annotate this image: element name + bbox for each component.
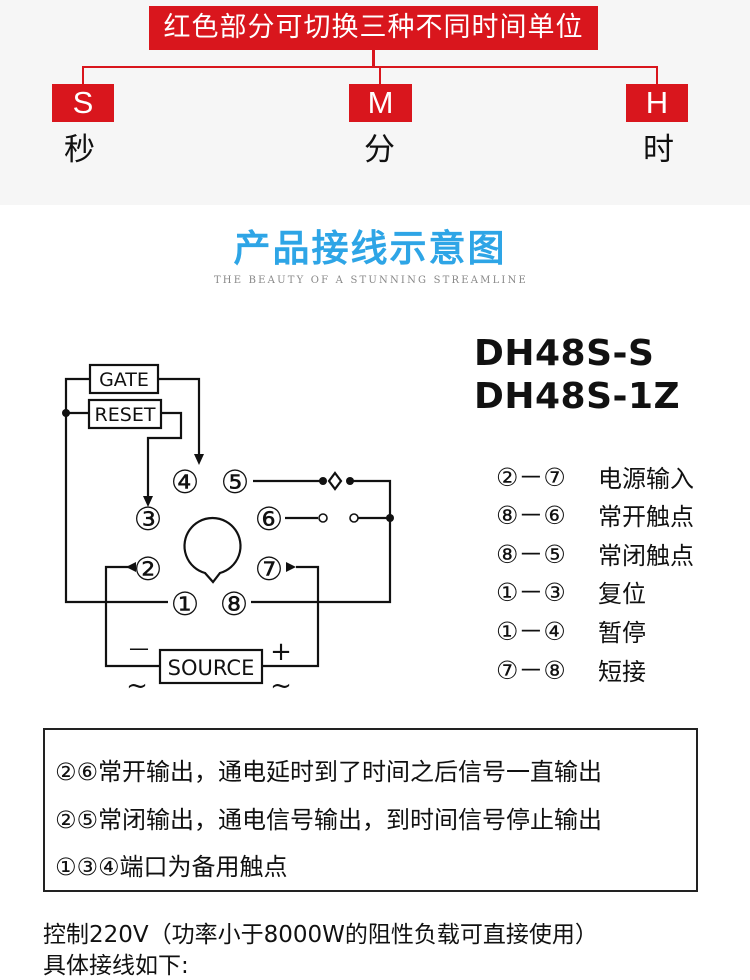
common-rail-wire bbox=[64, 413, 168, 604]
junction-dot bbox=[346, 477, 354, 485]
unit-h-badge: H bbox=[626, 84, 688, 122]
contact-open-dot bbox=[318, 513, 328, 523]
relay-right-wire bbox=[251, 479, 392, 604]
pin-3: ③ bbox=[134, 500, 163, 538]
legend-row: ②－⑦ 电源输入 bbox=[496, 458, 694, 494]
junction-dot bbox=[386, 514, 394, 522]
source-label: SOURCE bbox=[168, 656, 255, 680]
unit-h-label: 时 bbox=[643, 132, 674, 168]
tilde-left: ~ bbox=[126, 671, 148, 701]
source-left-wire bbox=[104, 565, 160, 668]
legend-row: ⑧－⑤ 常闭触点 bbox=[496, 535, 694, 571]
footer-line-1: 控制220V（功率小于8000W的阻性负载可直接使用） bbox=[43, 922, 598, 948]
pin-1: ① bbox=[171, 585, 200, 623]
gate-right-wire bbox=[158, 377, 201, 456]
gate-label: GATE bbox=[99, 369, 149, 391]
pin-5: ⑤ bbox=[221, 463, 250, 501]
minus-sign: — bbox=[129, 636, 149, 660]
reset-arrow-icon bbox=[143, 496, 153, 507]
reset-label: RESET bbox=[95, 404, 156, 426]
unit-s-badge: S bbox=[52, 84, 114, 122]
gate-arrow-icon bbox=[194, 454, 204, 465]
note-line-3: ①③④端口为备用触点 bbox=[55, 853, 288, 881]
notes-box: ②⑥常开输出，通电延时到了时间之后信号一直输出 ②⑤常闭输出，通电信号输出，到时… bbox=[43, 728, 698, 892]
tree-drop-m bbox=[379, 66, 381, 86]
footer-line-2: 具体接线如下: bbox=[43, 953, 189, 979]
legend-row: ①－③ 复位 bbox=[496, 573, 646, 609]
legend-text: 复位 bbox=[598, 579, 646, 608]
legend-pins: ②－⑦ bbox=[496, 463, 566, 492]
legend-text: 暂停 bbox=[598, 618, 646, 647]
unit-banner: 红色部分可切换三种不同时间单位 bbox=[149, 6, 598, 50]
reset-right-wire bbox=[146, 411, 183, 498]
legend-text: 短接 bbox=[598, 657, 646, 686]
model-name-2: DH48S-1Z bbox=[474, 376, 681, 417]
junction-dot bbox=[62, 409, 70, 417]
tree-stem bbox=[372, 50, 375, 67]
tree-drop-h bbox=[656, 66, 658, 86]
note-line-2: ②⑤常闭输出，通电信号输出，到时间信号停止输出 bbox=[55, 806, 603, 834]
relay-contact-diamond bbox=[327, 471, 343, 491]
pin2-arrow-icon bbox=[126, 562, 136, 572]
pin-6: ⑥ bbox=[255, 500, 284, 538]
pin7-arrow-icon bbox=[286, 562, 296, 572]
pin-7: ⑦ bbox=[255, 550, 284, 588]
wiring-diagram: GATE RESET SOURCE — + ~ ~ ① ② ③ ④ ⑤ ⑥ ⑦ … bbox=[62, 363, 394, 701]
legend-pins: ⑦－⑧ bbox=[496, 656, 566, 685]
pin-8: ⑧ bbox=[220, 585, 249, 623]
tree-drop-s bbox=[82, 66, 84, 86]
unit-m-badge: M bbox=[349, 84, 412, 122]
note-line-1: ②⑥常开输出，通电延时到了时间之后信号一直输出 bbox=[55, 758, 603, 786]
section-subtitle: THE BEAUTY OF A STUNNING STREAMLINE bbox=[213, 275, 529, 286]
legend-row: ⑦－⑧ 短接 bbox=[496, 651, 646, 687]
legend-row: ⑧－⑥ 常开触点 bbox=[496, 496, 694, 532]
tilde-right: ~ bbox=[270, 671, 292, 701]
section-title: 产品接线示意图 bbox=[233, 227, 507, 270]
legend-pins: ⑧－⑤ bbox=[496, 540, 566, 569]
timer-knob-icon bbox=[183, 517, 242, 584]
pin-4: ④ bbox=[171, 463, 200, 501]
unit-s-label: 秒 bbox=[64, 132, 95, 168]
legend-row: ①－④ 暂停 bbox=[496, 612, 646, 648]
source-right-wire bbox=[262, 565, 320, 668]
legend-pins: ⑧－⑥ bbox=[496, 501, 566, 530]
model-name-1: DH48S-S bbox=[474, 333, 655, 374]
legend-text: 电源输入 bbox=[598, 464, 694, 493]
pin-2: ② bbox=[134, 550, 163, 588]
junction-dot bbox=[319, 477, 327, 485]
legend-pins: ①－④ bbox=[496, 617, 566, 646]
unit-m-label: 分 bbox=[364, 132, 395, 168]
legend-text: 常闭触点 bbox=[598, 541, 694, 570]
legend-pins: ①－③ bbox=[496, 578, 566, 607]
tree-bar bbox=[82, 66, 658, 68]
plus-sign: + bbox=[270, 637, 292, 667]
legend-text: 常开触点 bbox=[598, 502, 694, 531]
contact-open-dot bbox=[349, 513, 359, 523]
gate-left-wire bbox=[64, 377, 90, 413]
